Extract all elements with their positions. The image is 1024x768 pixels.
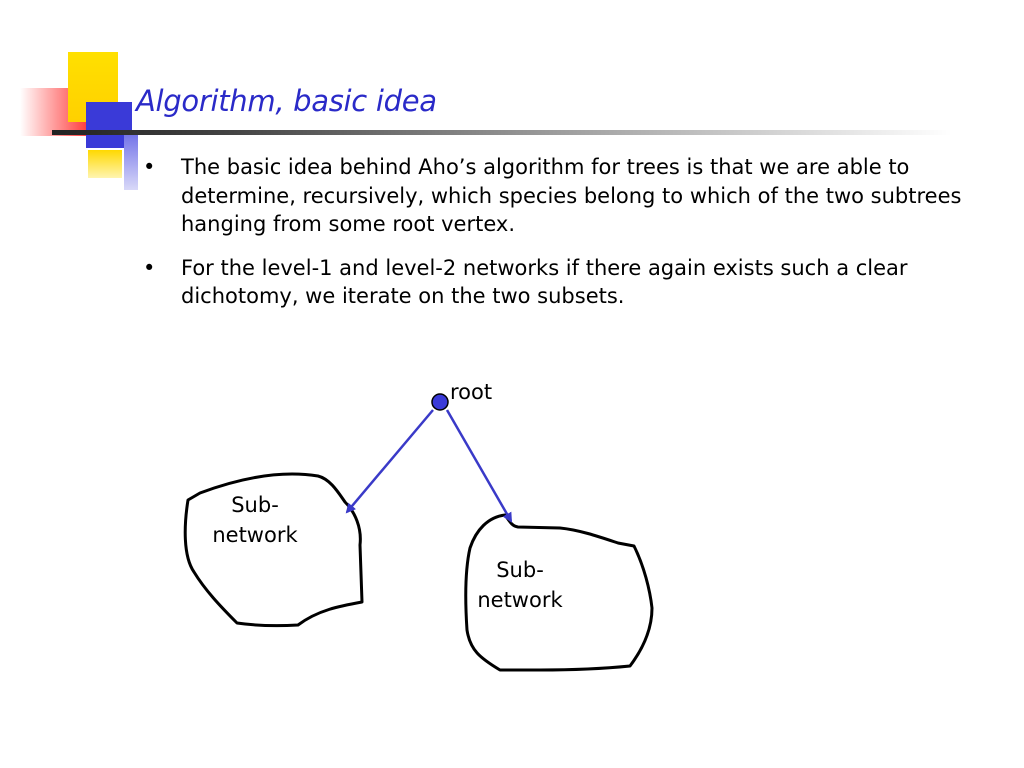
right-subnetwork-blob — [464, 513, 654, 672]
bullet-text: For the level-1 and level-2 networks if … — [181, 255, 908, 309]
slide-title: Algorithm, basic idea — [136, 84, 437, 118]
bullet-text: The basic idea behind Aho’s algorithm fo… — [181, 155, 962, 236]
right-subnetwork-label-line2: network — [477, 588, 563, 612]
root-label: root — [450, 380, 492, 404]
decorative-blue-fade — [124, 132, 138, 190]
left-subnetwork-label-line1: Sub- — [231, 493, 279, 517]
decorative-yellow-square-small — [88, 150, 122, 178]
bullet-marker: • — [143, 155, 156, 179]
bullet-item: • For the level-1 and level-2 networks i… — [140, 254, 980, 311]
left-subnetwork-label-line2: network — [212, 523, 298, 547]
bullet-item: • The basic idea behind Aho’s algorithm … — [140, 153, 980, 239]
arrow-to-left-subnetwork — [345, 409, 434, 514]
left-subnetwork-blob — [183, 472, 364, 628]
bullet-list: • The basic idea behind Aho’s algorithm … — [140, 153, 980, 326]
bullet-marker: • — [143, 255, 156, 280]
root-vertex — [431, 393, 449, 411]
arrow-to-right-subnetwork — [445, 409, 513, 523]
title-underline — [52, 130, 952, 135]
right-subnetwork-label-line1: Sub- — [496, 558, 544, 582]
